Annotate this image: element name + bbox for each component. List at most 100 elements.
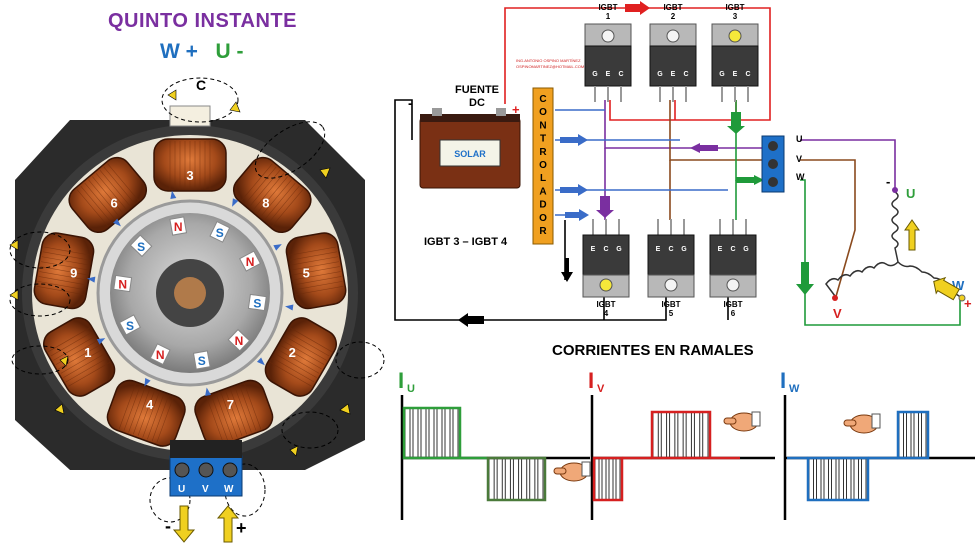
igbt-label-3: IGBT bbox=[725, 3, 744, 12]
magnet-label-2: N bbox=[246, 255, 255, 269]
magnet-label-3: S bbox=[253, 296, 261, 310]
currents-waveforms: I U I V I W bbox=[398, 368, 975, 520]
iu-positive bbox=[402, 406, 462, 460]
flux-arrow-0 bbox=[170, 190, 177, 199]
coil-number-4: 4 bbox=[146, 397, 154, 412]
igbt-number-6: 6 bbox=[731, 309, 736, 318]
coil-number-8: 8 bbox=[262, 196, 269, 211]
coil-number-1: 1 bbox=[84, 345, 91, 360]
flux-arrow-9 bbox=[113, 218, 121, 227]
igbt-2-pin-G: G bbox=[657, 71, 663, 78]
arrow-up-icon bbox=[216, 505, 240, 543]
igbt-indicator-3 bbox=[728, 29, 742, 43]
coil-9 bbox=[33, 232, 95, 310]
iu-letter: I bbox=[398, 368, 404, 393]
hand-pointer-1-icon bbox=[553, 461, 591, 482]
phase-w: W bbox=[160, 40, 180, 63]
minus-sign: - bbox=[165, 516, 171, 536]
magnet-2 bbox=[239, 250, 262, 272]
controller-letter-7: A bbox=[539, 186, 546, 197]
circuit-wires bbox=[394, 7, 961, 326]
controller-letter-5: O bbox=[539, 160, 547, 171]
iw-letter: I bbox=[780, 368, 786, 393]
terminal-u: U bbox=[178, 484, 185, 495]
page-title: QUINTO INSTANTE bbox=[108, 10, 297, 32]
magnet-9 bbox=[129, 234, 153, 258]
rotor-shaft bbox=[174, 277, 206, 309]
coil-5 bbox=[285, 232, 347, 310]
igbt-1-pin-C: C bbox=[618, 71, 623, 78]
coils-group bbox=[33, 138, 347, 447]
igbt-4-pin-E: E bbox=[591, 246, 596, 253]
igbt-number-4: 4 bbox=[604, 309, 609, 318]
coil-number-6: 6 bbox=[111, 196, 118, 211]
flux-arrow-8 bbox=[87, 276, 96, 283]
star-node-v bbox=[832, 295, 838, 301]
magnet-8 bbox=[113, 274, 133, 293]
hand-pointer-2-icon bbox=[723, 411, 761, 432]
igbt-2-pin-C: C bbox=[683, 71, 688, 78]
active-igbt-pair: IGBT 3 – IGBT 4 bbox=[424, 236, 508, 248]
igbt-indicator-2 bbox=[666, 29, 680, 43]
igbt-indicator-6 bbox=[726, 278, 740, 292]
coil-number-9: 9 bbox=[70, 266, 77, 281]
igbt-6-pin-G: G bbox=[743, 246, 749, 253]
iw-negative bbox=[806, 456, 870, 502]
controller-letter-1: O bbox=[539, 107, 547, 118]
battery-plus: + bbox=[512, 102, 520, 117]
igbt-4-pin-G: G bbox=[616, 246, 622, 253]
top-connector bbox=[169, 105, 211, 127]
battery-minus: - bbox=[408, 95, 413, 111]
igbt-number-1: 1 bbox=[606, 12, 611, 21]
arrow-left-purple-icon bbox=[690, 143, 718, 153]
igbt-3-pin-E: E bbox=[733, 71, 738, 78]
arrow-blue-2-icon bbox=[560, 184, 588, 196]
flux-arrow-1 bbox=[232, 198, 239, 207]
flux-arrow-6 bbox=[144, 377, 151, 387]
terminal-wires bbox=[170, 440, 242, 458]
tb-u: U bbox=[796, 134, 803, 144]
iv-letter: I bbox=[588, 368, 594, 393]
arrow-left-icon bbox=[458, 313, 484, 327]
arrow-blue-3-icon bbox=[565, 209, 589, 221]
coil-number-2: 2 bbox=[289, 345, 296, 360]
star-minus: - bbox=[886, 174, 890, 189]
controller-box bbox=[532, 87, 554, 245]
waveforms bbox=[402, 406, 930, 502]
iu-negative bbox=[486, 456, 547, 502]
coil-number-3: 3 bbox=[186, 168, 193, 183]
battery-label: FUENTE DC bbox=[455, 84, 499, 109]
star-plus: + bbox=[964, 296, 972, 311]
star-arrow-w-icon bbox=[933, 276, 960, 301]
star-arrow-u-icon bbox=[904, 219, 920, 251]
magnet-label-5: S bbox=[198, 354, 206, 368]
igbt-6-pin-E: E bbox=[718, 246, 723, 253]
igbt-5-pin-E: E bbox=[656, 246, 661, 253]
magnet-label-9: S bbox=[137, 240, 145, 254]
magnet-5 bbox=[192, 350, 211, 370]
coil-number-5: 5 bbox=[303, 266, 310, 281]
flux-arrow-7 bbox=[96, 338, 106, 345]
igbt-label-5: IGBT bbox=[661, 300, 680, 309]
plus-sign: + bbox=[236, 518, 247, 538]
igbt-indicator-1 bbox=[601, 29, 615, 43]
terminal-v: V bbox=[202, 484, 209, 495]
igbt-label-6: IGBT bbox=[723, 300, 742, 309]
coil-7 bbox=[194, 379, 274, 447]
igbt-2-pin-E: E bbox=[671, 71, 676, 78]
star-node-w bbox=[958, 294, 966, 302]
controller-letter-0: C bbox=[539, 94, 546, 105]
coil-4 bbox=[106, 379, 186, 447]
arrow-blue-1-icon bbox=[560, 134, 588, 146]
igbt-5-pin-G: G bbox=[681, 246, 687, 253]
igbt-1-pin-G: G bbox=[592, 71, 598, 78]
magnet-label-0: N bbox=[174, 220, 183, 234]
magnet-6 bbox=[149, 343, 171, 366]
